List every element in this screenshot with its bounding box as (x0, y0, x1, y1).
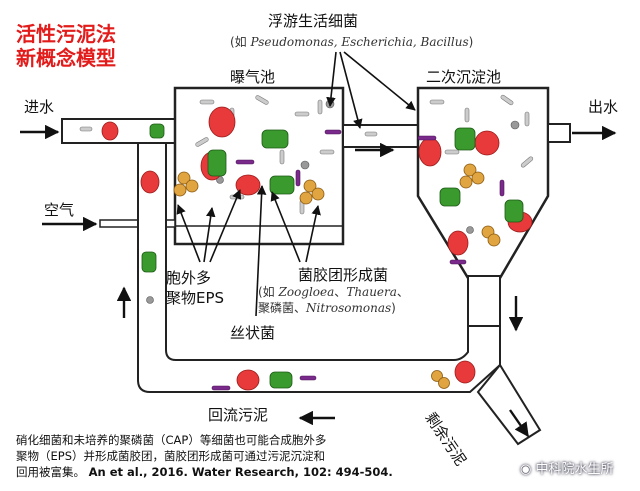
eps-line-1: 胞外多 (166, 269, 212, 287)
title-line-2: 新概念模型 (16, 46, 116, 70)
floating-examples-taxa: Pseudomonas, Escherichia, Bacillus (250, 35, 469, 49)
watermark: ◉ 中科院水生所 (520, 458, 614, 477)
caption-line-3: 回用被富集。 (16, 465, 85, 479)
floc-examples-prefix: (如 (258, 285, 279, 299)
connecting-pipe (342, 124, 422, 148)
wechat-icon: ◉ (520, 462, 532, 477)
eps-strands (211, 129, 505, 391)
floc-examples-suffix: ) (391, 301, 396, 315)
label-eps: 胞外多 聚物EPS (166, 268, 224, 308)
floc-examples-taxa-1: Zoogloea (278, 285, 335, 299)
label-return-sludge: 回流污泥 (208, 406, 269, 424)
watermark-text: 中科院水生所 (535, 462, 614, 477)
label-influent: 进水 (24, 98, 55, 116)
floc-examples-taxa-2: Thauera (346, 285, 397, 299)
floc-examples-line-2: 聚磷菌、Nitrosomonas) (258, 300, 409, 316)
effluent-pipe (547, 123, 571, 143)
label-floc-examples: (如 Zoogloea、Thauera、 聚磷菌、Nitrosomonas) (258, 284, 409, 316)
caption-line-2: 聚物（EPS）并形成菌胶团，菌胶团形成菌可通过污泥沉淀和 (16, 449, 325, 463)
green-flocs (141, 123, 524, 389)
label-secondary-clarifier: 二次沉淀池 (426, 68, 502, 86)
floc-examples-taxa-3: Nitrosomonas (306, 301, 392, 315)
dispersed-bacteria (79, 94, 534, 215)
cocci-flocs (173, 163, 501, 389)
flow-arrows (20, 124, 617, 438)
floc-examples-line2-a: 聚磷菌、 (258, 301, 307, 315)
caption: 硝化细菌和未培养的聚磷菌（CAP）等细菌也可能合成胞外多 聚物（EPS）并形成菌… (16, 432, 456, 480)
caption-line-1: 硝化细菌和未培养的聚磷菌（CAP）等细菌也可能合成胞外多 (16, 433, 327, 447)
label-aeration-tank: 曝气池 (230, 68, 276, 86)
label-floating-examples: (如 Pseudomonas, Escherichia, Bacillus) (230, 33, 473, 50)
eps-line-2: 聚物EPS (166, 289, 225, 307)
caption-line-3-row: 回用被富集。 An et al., 2016. Water Research, … (16, 464, 456, 480)
title-line-1: 活性污泥法 (16, 22, 116, 46)
diagram-title: 活性污泥法 新概念模型 (16, 22, 116, 70)
floating-examples-suffix: ) (468, 35, 474, 49)
leader-lines (176, 51, 416, 317)
label-floating-bacteria: 浮游生活细菌 (268, 12, 359, 30)
clarifier-outlet-pipe (467, 275, 501, 327)
caption-citation: An et al., 2016. Water Research, 102: 49… (88, 465, 393, 479)
floc-examples-line-1: (如 Zoogloea、Thauera、 (258, 285, 409, 299)
floating-examples-prefix: (如 (230, 35, 251, 49)
label-filamentous: 丝状菌 (230, 324, 276, 342)
floc-examples-sep: 、 (334, 285, 347, 299)
label-air: 空气 (44, 201, 75, 219)
label-effluent: 出水 (588, 98, 619, 116)
red-flocs (101, 106, 533, 391)
label-floc-forming: 菌胶团形成菌 (298, 266, 389, 284)
